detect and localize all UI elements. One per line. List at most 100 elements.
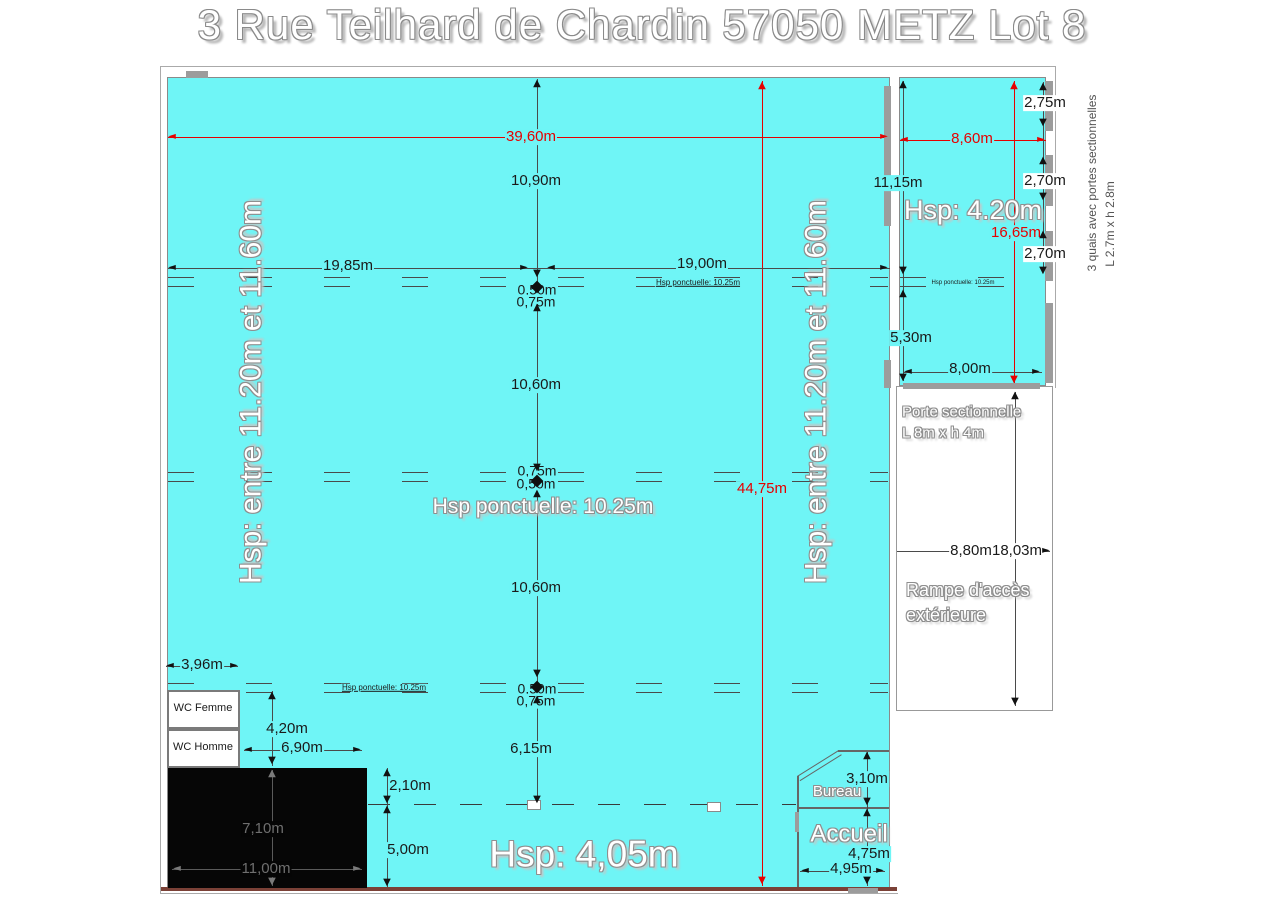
dim-6-90: 6,90m	[280, 739, 324, 757]
arrowhead: ▲	[1039, 81, 1047, 92]
arrowhead: ▲	[1011, 390, 1019, 401]
arrowhead: ►	[876, 865, 884, 876]
dim-block-height: 7,10m	[241, 820, 285, 838]
dim-dock-2: 2,70m	[1023, 172, 1067, 190]
hall-south-wall	[161, 887, 897, 891]
arrowhead-red: ▲	[1010, 80, 1018, 91]
arrowhead: ▲	[383, 767, 391, 778]
dim-bay-1: 10,90m	[509, 172, 563, 190]
arrowhead: ▲	[533, 302, 541, 313]
ramp-label-line2: extérieure	[906, 605, 987, 625]
dim-accueil-width: 4,95m	[829, 860, 873, 878]
arrowhead: ▼	[533, 794, 541, 805]
hsp-ponctuelle-label: Hsp ponctuelle: 10.25m	[432, 494, 654, 518]
arrowhead: ▼	[863, 796, 871, 807]
dim-bureau-height: 3,10m	[845, 770, 889, 788]
arrowhead-red: ◄	[168, 131, 176, 142]
arrowhead: ▲	[533, 694, 541, 705]
arrowhead: ▼	[899, 265, 907, 276]
dim-dock-1: 2,75m	[1023, 94, 1067, 112]
hall-span-dim-line	[168, 268, 890, 269]
arrowhead: ▼	[1011, 696, 1019, 707]
hsp-ponctuelle-note-bottom: Hsp ponctuelle: 10.25m	[340, 682, 428, 693]
arrowhead: ▲	[1039, 155, 1047, 166]
arrowhead: ▼	[1039, 265, 1047, 276]
dim-annex-lower: 5,30m	[889, 329, 933, 347]
post-marker-right	[707, 802, 721, 812]
arrowhead: ►	[353, 744, 361, 755]
arrowhead: ▲	[533, 78, 541, 89]
room-label-wc-femme: WC Femme	[172, 702, 234, 715]
arrowhead: ◄	[801, 865, 809, 876]
arrowhead: ►	[520, 262, 528, 273]
arrowhead-red: ▼	[1010, 374, 1018, 385]
dim-hall-width: 39,60m	[504, 128, 558, 146]
ramp-door-label-line2: L 8m x h 4m	[902, 424, 984, 442]
docks-note-line2: L 2.7m x h 2.8m	[1103, 181, 1117, 267]
dim-annex-width: 8,60m	[950, 130, 994, 148]
arrowhead-red: ►	[880, 131, 888, 142]
dim-span-right: 19,00m	[675, 255, 729, 273]
dim-annex-door: 8,00m	[948, 360, 992, 378]
annex-hsp-ponctuelle-note: Hsp ponctuelle: 10.25m	[930, 279, 996, 287]
annex-beam-line-a	[900, 277, 1045, 278]
docks-note-line1: 3 quais avec portes sectionnelles	[1085, 94, 1099, 272]
center-dim-line	[537, 79, 538, 805]
ramp-label-line1: Rampe d'accès	[906, 580, 1030, 600]
arrowhead: ▼	[1039, 191, 1047, 202]
arrowhead: ►	[880, 262, 888, 273]
annex-hsp-label: Hsp: 4.20m	[903, 194, 1043, 225]
arrowhead: ▼	[899, 372, 907, 383]
accueil-side-door	[795, 812, 799, 832]
arrowhead: ▼	[533, 462, 541, 473]
page-title: 3 Rue Teilhard de Chardin 57050 METZ Lot…	[197, 1, 1087, 48]
arrowhead: ►	[230, 660, 238, 671]
dim-ramp-length: 18,03m	[990, 542, 1044, 560]
arrowhead: ▲	[383, 804, 391, 815]
arrowhead: ◄	[547, 262, 555, 273]
arrowhead: ▼	[533, 668, 541, 679]
bureau-accueil-divider	[797, 807, 889, 809]
beam-line-1a	[168, 277, 888, 278]
wall-segment-hall-annex-upper	[884, 86, 891, 226]
wall-segment-top	[186, 71, 208, 78]
arrowhead: ►	[353, 863, 361, 874]
lot-boundary-top	[160, 66, 1056, 67]
lot-boundary-left	[160, 66, 161, 894]
hsp-bottom-zone-label: Hsp: 4,05m	[489, 833, 679, 875]
dim-annex-upper: 11,15m	[872, 174, 924, 192]
dim-ramp-width: 8,80m	[949, 542, 993, 560]
room-label-wc-homme: WC Homme	[172, 741, 234, 754]
dim-span-left: 19,85m	[321, 257, 375, 275]
arrowhead: ▼	[383, 794, 391, 805]
dim-dock-3: 2,70m	[1023, 245, 1067, 263]
arrowhead: ▼	[268, 755, 276, 766]
dim-2-10: 2,10m	[388, 777, 432, 795]
dim-bay-3: 10,60m	[509, 579, 563, 597]
annex-inner-dim-line	[903, 81, 904, 381]
room-label-accueil: Accueil	[810, 820, 888, 848]
arrowhead: ▲	[268, 768, 276, 779]
arrowhead-red: ▲	[758, 80, 766, 91]
arrowhead: ▼	[268, 876, 276, 887]
mezzanine-edge-dashed-line	[368, 804, 796, 805]
dim-5-00: 5,00m	[386, 841, 430, 859]
hsp-ponctuelle-note-top: Hsp ponctuelle: 10.25m	[654, 277, 742, 288]
lot-boundary-bottom	[160, 893, 898, 894]
arrowhead: ▲	[899, 79, 907, 90]
arrowhead: ◄	[168, 262, 176, 273]
arrowhead: ▲	[899, 288, 907, 299]
dim-bay-4: 6,15m	[509, 740, 553, 758]
bureau-top-wall	[838, 750, 889, 752]
arrowhead: ▲	[533, 488, 541, 499]
dim-annex-height: 16,65m	[989, 224, 1043, 242]
arrowhead: ▲	[1039, 229, 1047, 240]
dim-beam3-b: 0,75m	[515, 692, 557, 709]
arrowhead-red: ◄	[900, 134, 908, 145]
dim-bay-2: 10,60m	[509, 376, 563, 394]
bureau-accueil-dim-line	[867, 752, 868, 886]
accueil-entry-door	[848, 888, 878, 893]
arrowhead-red: ▼	[758, 875, 766, 886]
arrowhead: ◄	[173, 863, 181, 874]
